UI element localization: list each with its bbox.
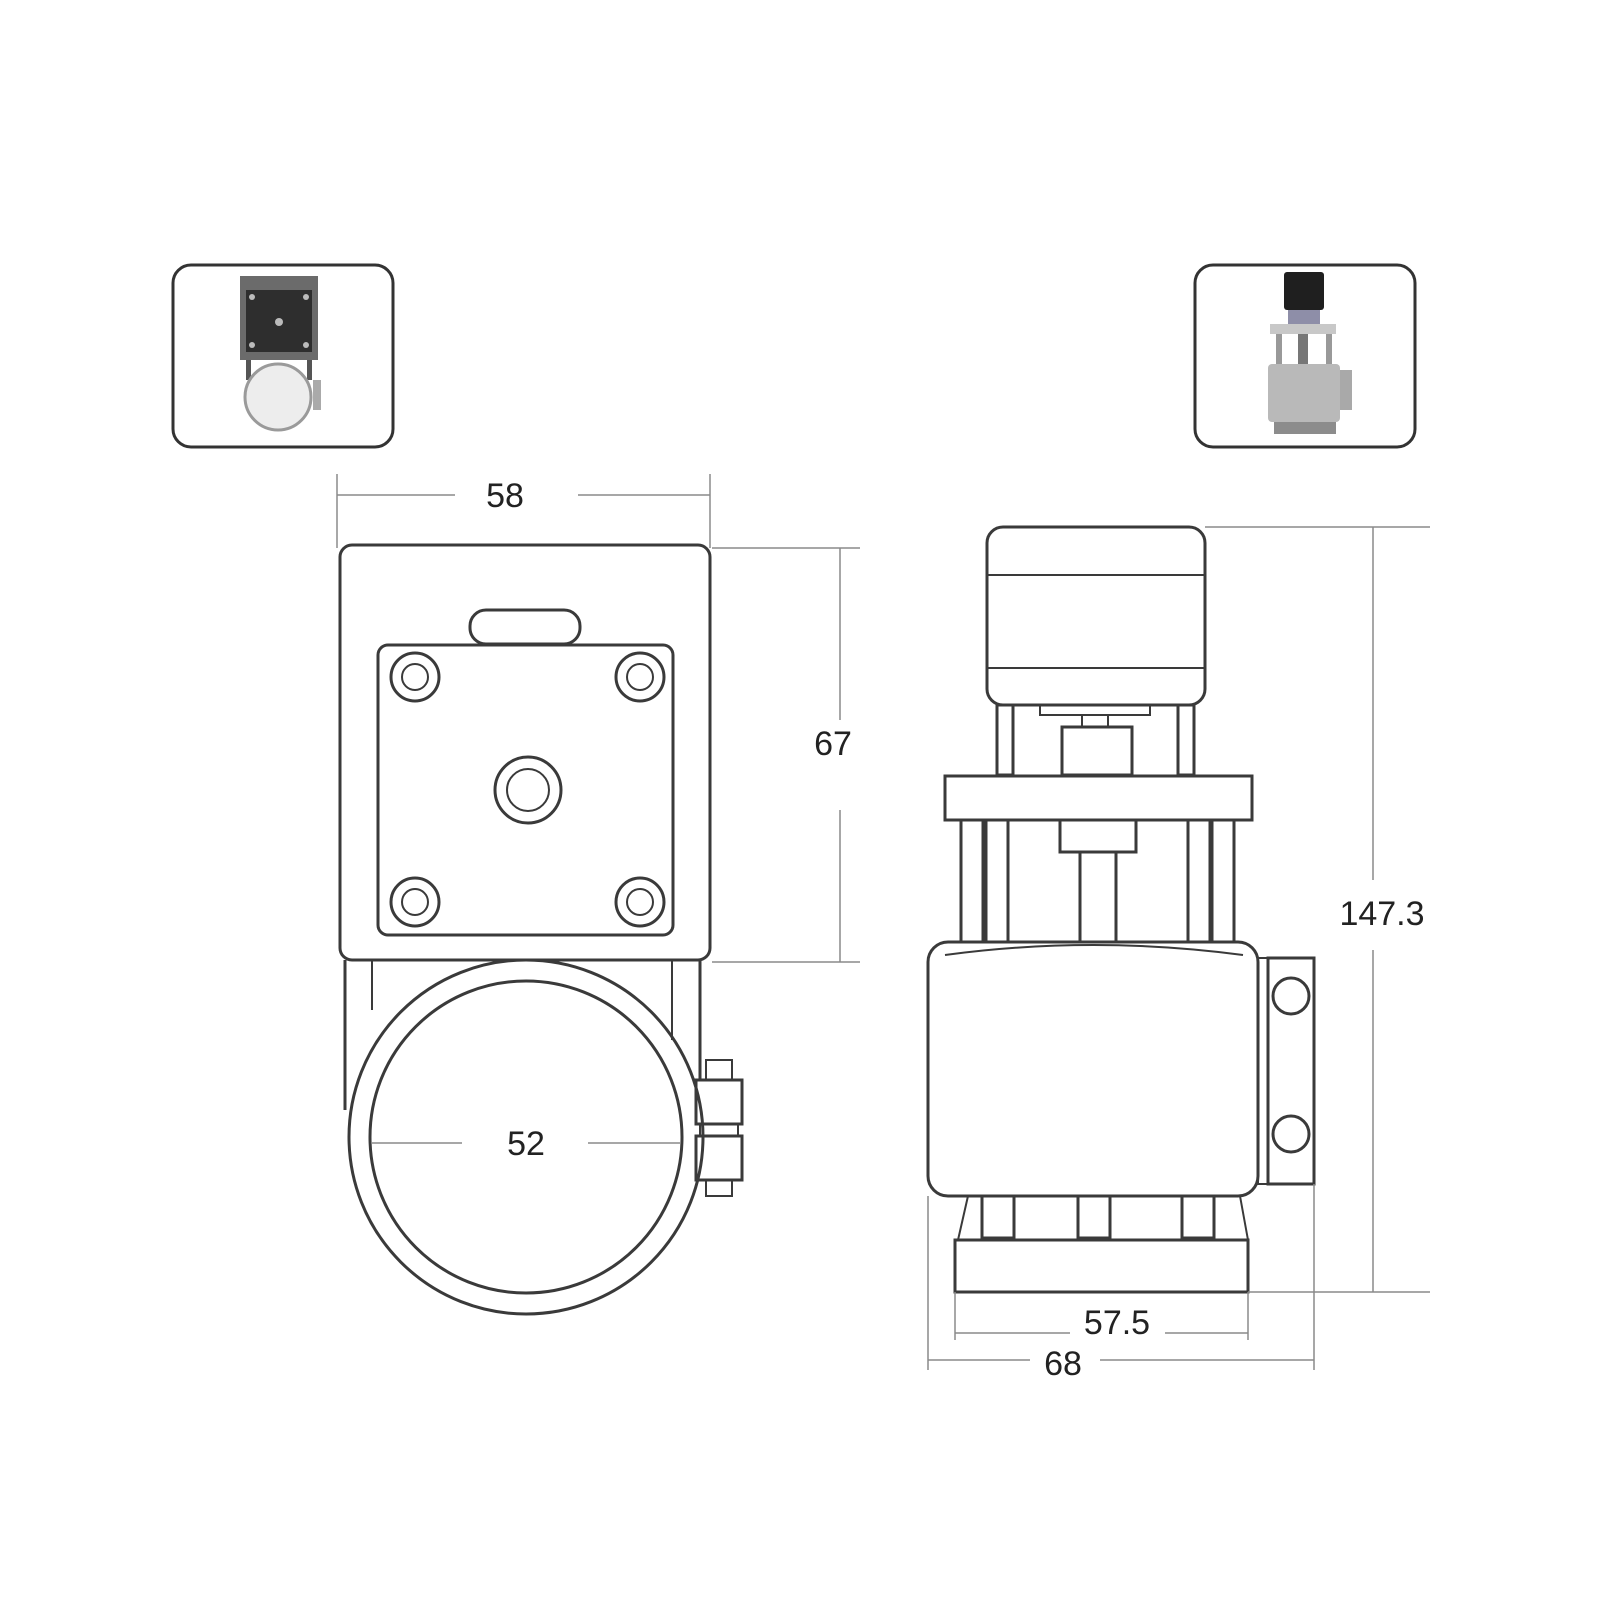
dimension-label-total-height: 147.3 bbox=[1339, 895, 1424, 933]
spindle-shaft bbox=[1078, 850, 1118, 944]
dimension-label-base-width: 57.5 bbox=[1084, 1304, 1150, 1342]
dimension-label-clamp-diameter: 52 bbox=[507, 1125, 545, 1163]
dimension-width-top: 58 bbox=[336, 474, 711, 548]
mounting-plate bbox=[338, 543, 712, 962]
upper-post-left bbox=[995, 703, 1015, 777]
thumbnail-front-view[interactable] bbox=[171, 263, 395, 449]
clamp-body bbox=[926, 940, 1260, 1198]
plate-slot bbox=[468, 608, 582, 646]
spindle-collar bbox=[1058, 818, 1138, 854]
motor-body bbox=[985, 525, 1207, 707]
dimension-height-plate: 67 bbox=[712, 547, 860, 963]
bottom-post-1 bbox=[980, 1194, 1016, 1240]
side-view: 147.3 57.5 68 bbox=[926, 525, 1430, 1383]
dimension-total-height: 147.3 bbox=[1205, 526, 1430, 1293]
bottom-post-3 bbox=[1180, 1194, 1216, 1240]
front-view-photo-icon bbox=[240, 276, 321, 432]
mounting-holes bbox=[389, 651, 666, 928]
dimension-label-height-plate: 67 bbox=[814, 725, 852, 763]
lower-post-1 bbox=[959, 818, 985, 944]
lower-post-2 bbox=[984, 818, 1010, 944]
thumbnail-side-view[interactable] bbox=[1193, 263, 1417, 449]
upper-post-right bbox=[1176, 703, 1196, 777]
front-view: 58 bbox=[336, 474, 860, 1316]
lower-post-4 bbox=[1210, 818, 1236, 944]
base-plate bbox=[953, 1238, 1250, 1294]
clamp-bolt bbox=[694, 1059, 744, 1197]
dimension-body-width: 68 bbox=[927, 1184, 1315, 1383]
motor-flange bbox=[376, 643, 675, 937]
dimension-clamp-diameter: 52 bbox=[372, 1125, 680, 1163]
side-view-photo-icon bbox=[1268, 272, 1352, 434]
coupler bbox=[1060, 725, 1134, 777]
center-shaft bbox=[493, 755, 563, 825]
dimension-label-width-top: 58 bbox=[486, 477, 524, 515]
lower-post-3 bbox=[1186, 818, 1212, 944]
dimension-base-width: 57.5 bbox=[954, 1292, 1249, 1342]
middle-plate bbox=[943, 774, 1254, 822]
dimension-label-body-width: 68 bbox=[1044, 1345, 1082, 1383]
bottom-post-2 bbox=[1076, 1194, 1112, 1240]
